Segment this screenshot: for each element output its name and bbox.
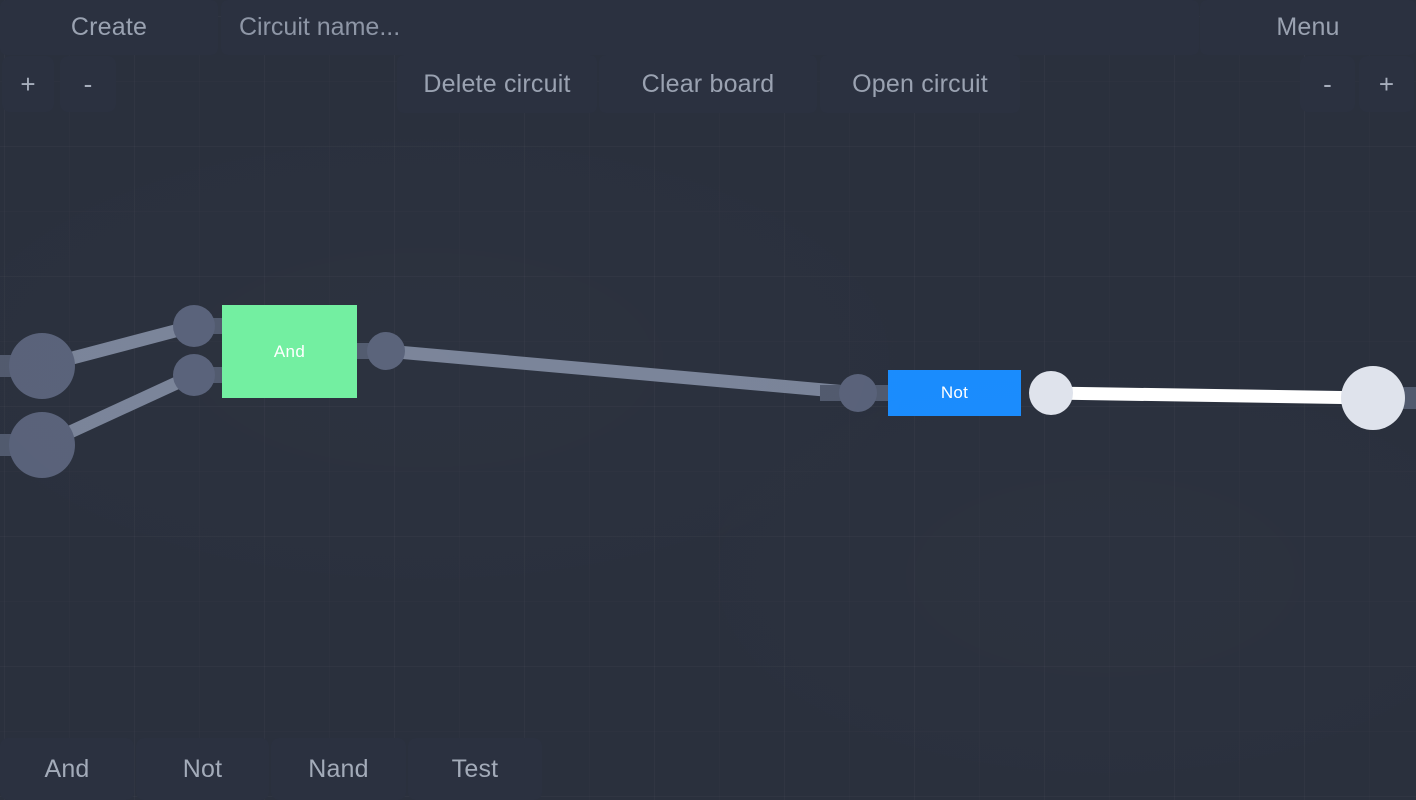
open-circuit-button[interactable]: Open circuit (820, 55, 1020, 113)
create-button[interactable]: Create (0, 0, 218, 55)
connector-node[interactable] (367, 332, 405, 370)
palette-item-nand[interactable]: Nand (271, 738, 406, 800)
delete-circuit-button[interactable]: Delete circuit (397, 55, 597, 113)
zoom-out-right-button[interactable]: - (1300, 56, 1355, 112)
toolbar-row-primary: Create Menu (0, 0, 1416, 55)
palette-item-not[interactable]: Not (136, 738, 269, 800)
zoom-in-left-button[interactable]: + (2, 56, 54, 112)
palette-item-test[interactable]: Test (408, 738, 542, 800)
zoom-in-right-button[interactable]: + (1359, 56, 1414, 112)
connector-node[interactable] (1341, 366, 1405, 430)
gate-and[interactable]: And (222, 305, 357, 398)
circuit-name-input[interactable] (221, 0, 1199, 55)
top-toolbar: Create Menu + - Delete circuit Clear boa… (0, 0, 1416, 117)
palette-item-and[interactable]: And (0, 738, 134, 800)
clear-board-button[interactable]: Clear board (599, 55, 817, 113)
zoom-out-left-button[interactable]: - (60, 56, 116, 112)
connector-node[interactable] (173, 354, 215, 396)
gate-not[interactable]: Not (888, 370, 1021, 416)
wire[interactable] (1050, 386, 1374, 405)
toolbar-row-secondary: + - Delete circuit Clear board Open circ… (0, 55, 1416, 117)
connector-node[interactable] (9, 333, 75, 399)
connector-node[interactable] (9, 412, 75, 478)
wire[interactable] (385, 344, 859, 400)
connector-node[interactable] (173, 305, 215, 347)
connector-node[interactable] (839, 374, 877, 412)
connector-node[interactable] (1029, 371, 1073, 415)
menu-button[interactable]: Menu (1200, 0, 1416, 55)
